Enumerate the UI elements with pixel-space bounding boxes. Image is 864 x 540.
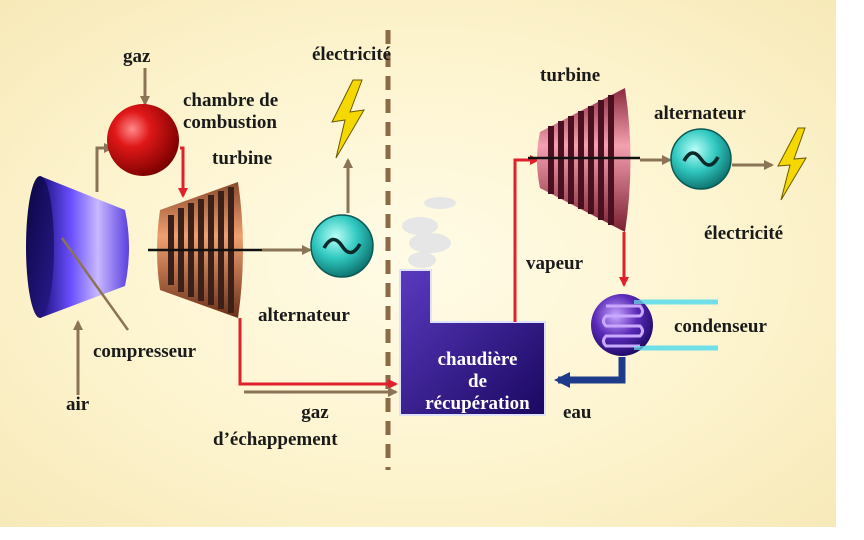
alternator-right-icon: [670, 128, 732, 190]
condenser-icon: [591, 294, 718, 356]
label-gaz-echappement-line2: d’échappement: [213, 429, 338, 450]
combustion-chamber-icon: [107, 104, 179, 176]
smoke-icon: [402, 197, 456, 268]
steam-arrow: [513, 155, 540, 322]
label-chambre-line1: chambre de: [183, 90, 279, 111]
water-return-arrow: [554, 357, 626, 388]
compressor-icon: [26, 176, 130, 331]
gas-turbine-icon: [148, 182, 262, 318]
boiler-icon: [399, 269, 546, 416]
label-chaudiere-line3: récupération: [425, 393, 530, 414]
lightning-right-icon: [777, 127, 807, 201]
hot-gas-arrow: [178, 146, 188, 198]
label-eau: eau: [563, 402, 592, 423]
label-air: air: [66, 394, 90, 415]
exhaust-gas-arrow: [238, 318, 398, 389]
alternator-left-icon: [310, 214, 374, 278]
label-alternateur-right: alternateur: [654, 103, 746, 124]
label-chaudiere-line1: chaudière: [437, 349, 518, 370]
label-turbine-right: turbine: [540, 65, 601, 86]
compressor-to-chamber-arrow: [95, 143, 114, 192]
label-electricite-right: électricité: [704, 223, 784, 244]
label-turbine-left: turbine: [212, 148, 273, 169]
lightning-left-icon: [331, 79, 365, 159]
label-gaz-echappement-line1: gaz: [301, 402, 329, 423]
label-vapeur: vapeur: [526, 253, 583, 274]
label-alternateur-left: alternateur: [258, 305, 350, 326]
label-chaudiere-line2: de: [468, 371, 487, 392]
label-chambre-line2: combustion: [183, 112, 277, 133]
label-compresseur: compresseur: [93, 341, 197, 362]
label-condenseur: condenseur: [674, 316, 767, 337]
label-electricite-left: électricité: [312, 44, 392, 65]
label-gaz: gaz: [123, 46, 151, 67]
steam-turbine-icon: [528, 88, 640, 232]
